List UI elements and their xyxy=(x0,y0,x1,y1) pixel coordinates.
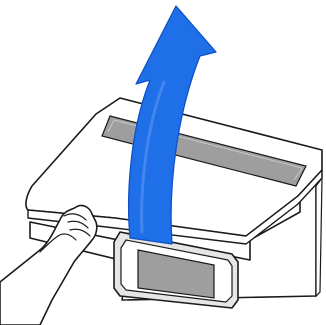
printer-side-panel xyxy=(316,170,322,296)
